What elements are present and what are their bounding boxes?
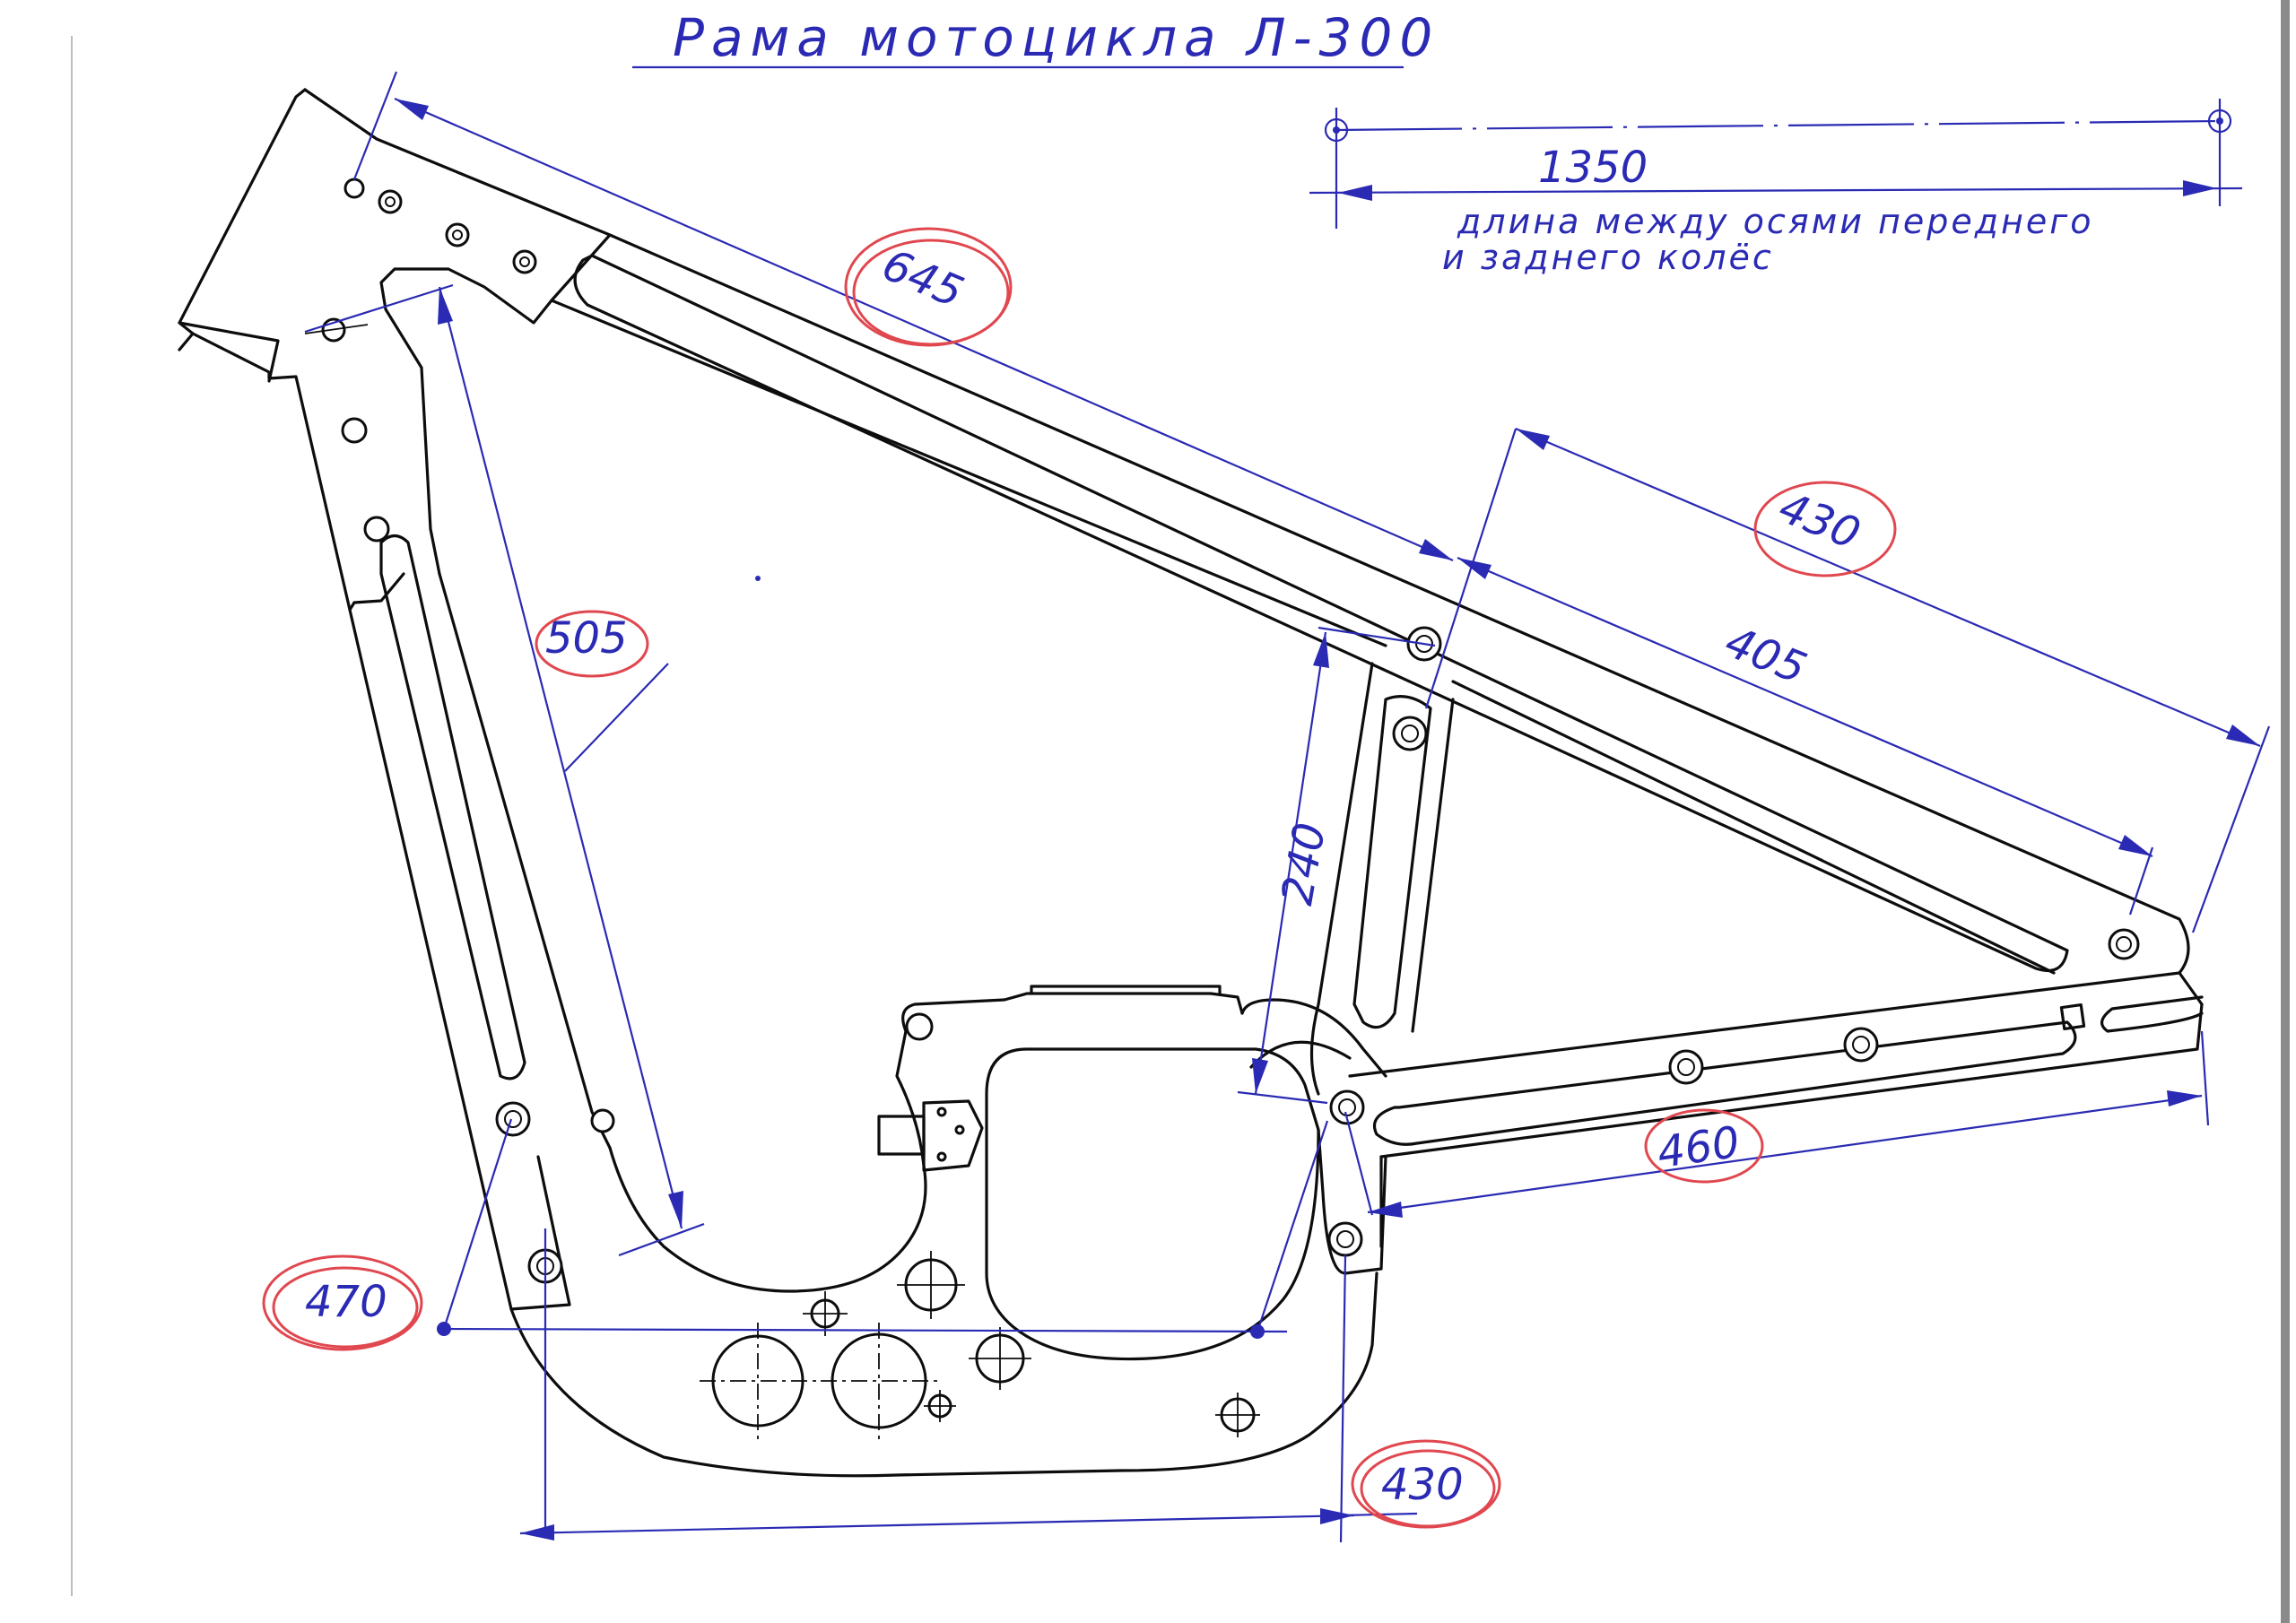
frame-outline bbox=[178, 88, 2204, 1478]
seat-post bbox=[1309, 662, 1374, 1096]
dim-top-rear-inner-label: 405 bbox=[1718, 617, 1813, 694]
dim-engine-width-label: 470 bbox=[305, 1277, 387, 1327]
dim-front-down-label: 505 bbox=[545, 613, 628, 664]
dim-top-rear-outer-label: 430 bbox=[1772, 482, 1867, 560]
head-gusset bbox=[178, 88, 356, 612]
dim-chain-stay-label: 460 bbox=[1654, 1117, 1743, 1178]
wheelbase-dimension: 1350 длина между осями переднего и задне… bbox=[1309, 99, 2243, 277]
dim-seat-post: 240 bbox=[1237, 626, 1436, 1105]
dim-bottom-width: 430 bbox=[519, 1228, 1501, 1543]
dim-chain-stay: 460 bbox=[1344, 1030, 2210, 1218]
dim-top-tube: 645 bbox=[352, 71, 1454, 562]
front-down-tube bbox=[348, 608, 571, 1311]
chain-stay bbox=[1348, 971, 2204, 1078]
top-tube bbox=[608, 233, 2190, 975]
stray-dot bbox=[755, 576, 761, 581]
frame-holes bbox=[304, 178, 2140, 1439]
wheelbase-note-line1: длина между осями переднего bbox=[1457, 202, 2093, 241]
wheelbase-note-line2: и заднего колёс bbox=[1442, 238, 1774, 277]
drawing-title: Рама мотоцикла Л-300 bbox=[673, 7, 1439, 68]
engine-cradle bbox=[509, 1271, 1378, 1478]
dim-top-tube-label: 645 bbox=[875, 239, 970, 317]
dim-engine-width: 470 bbox=[262, 1118, 1329, 1351]
hinge-bracket bbox=[877, 1099, 984, 1172]
dim-bottom-width-label: 430 bbox=[1381, 1460, 1464, 1510]
dim-seat-post-label: 240 bbox=[1272, 819, 1335, 908]
dim-top-rear-outer: 430 bbox=[1424, 427, 2271, 933]
dim-front-down: 505 bbox=[304, 283, 705, 1257]
wheelbase-value: 1350 bbox=[1538, 143, 1648, 193]
